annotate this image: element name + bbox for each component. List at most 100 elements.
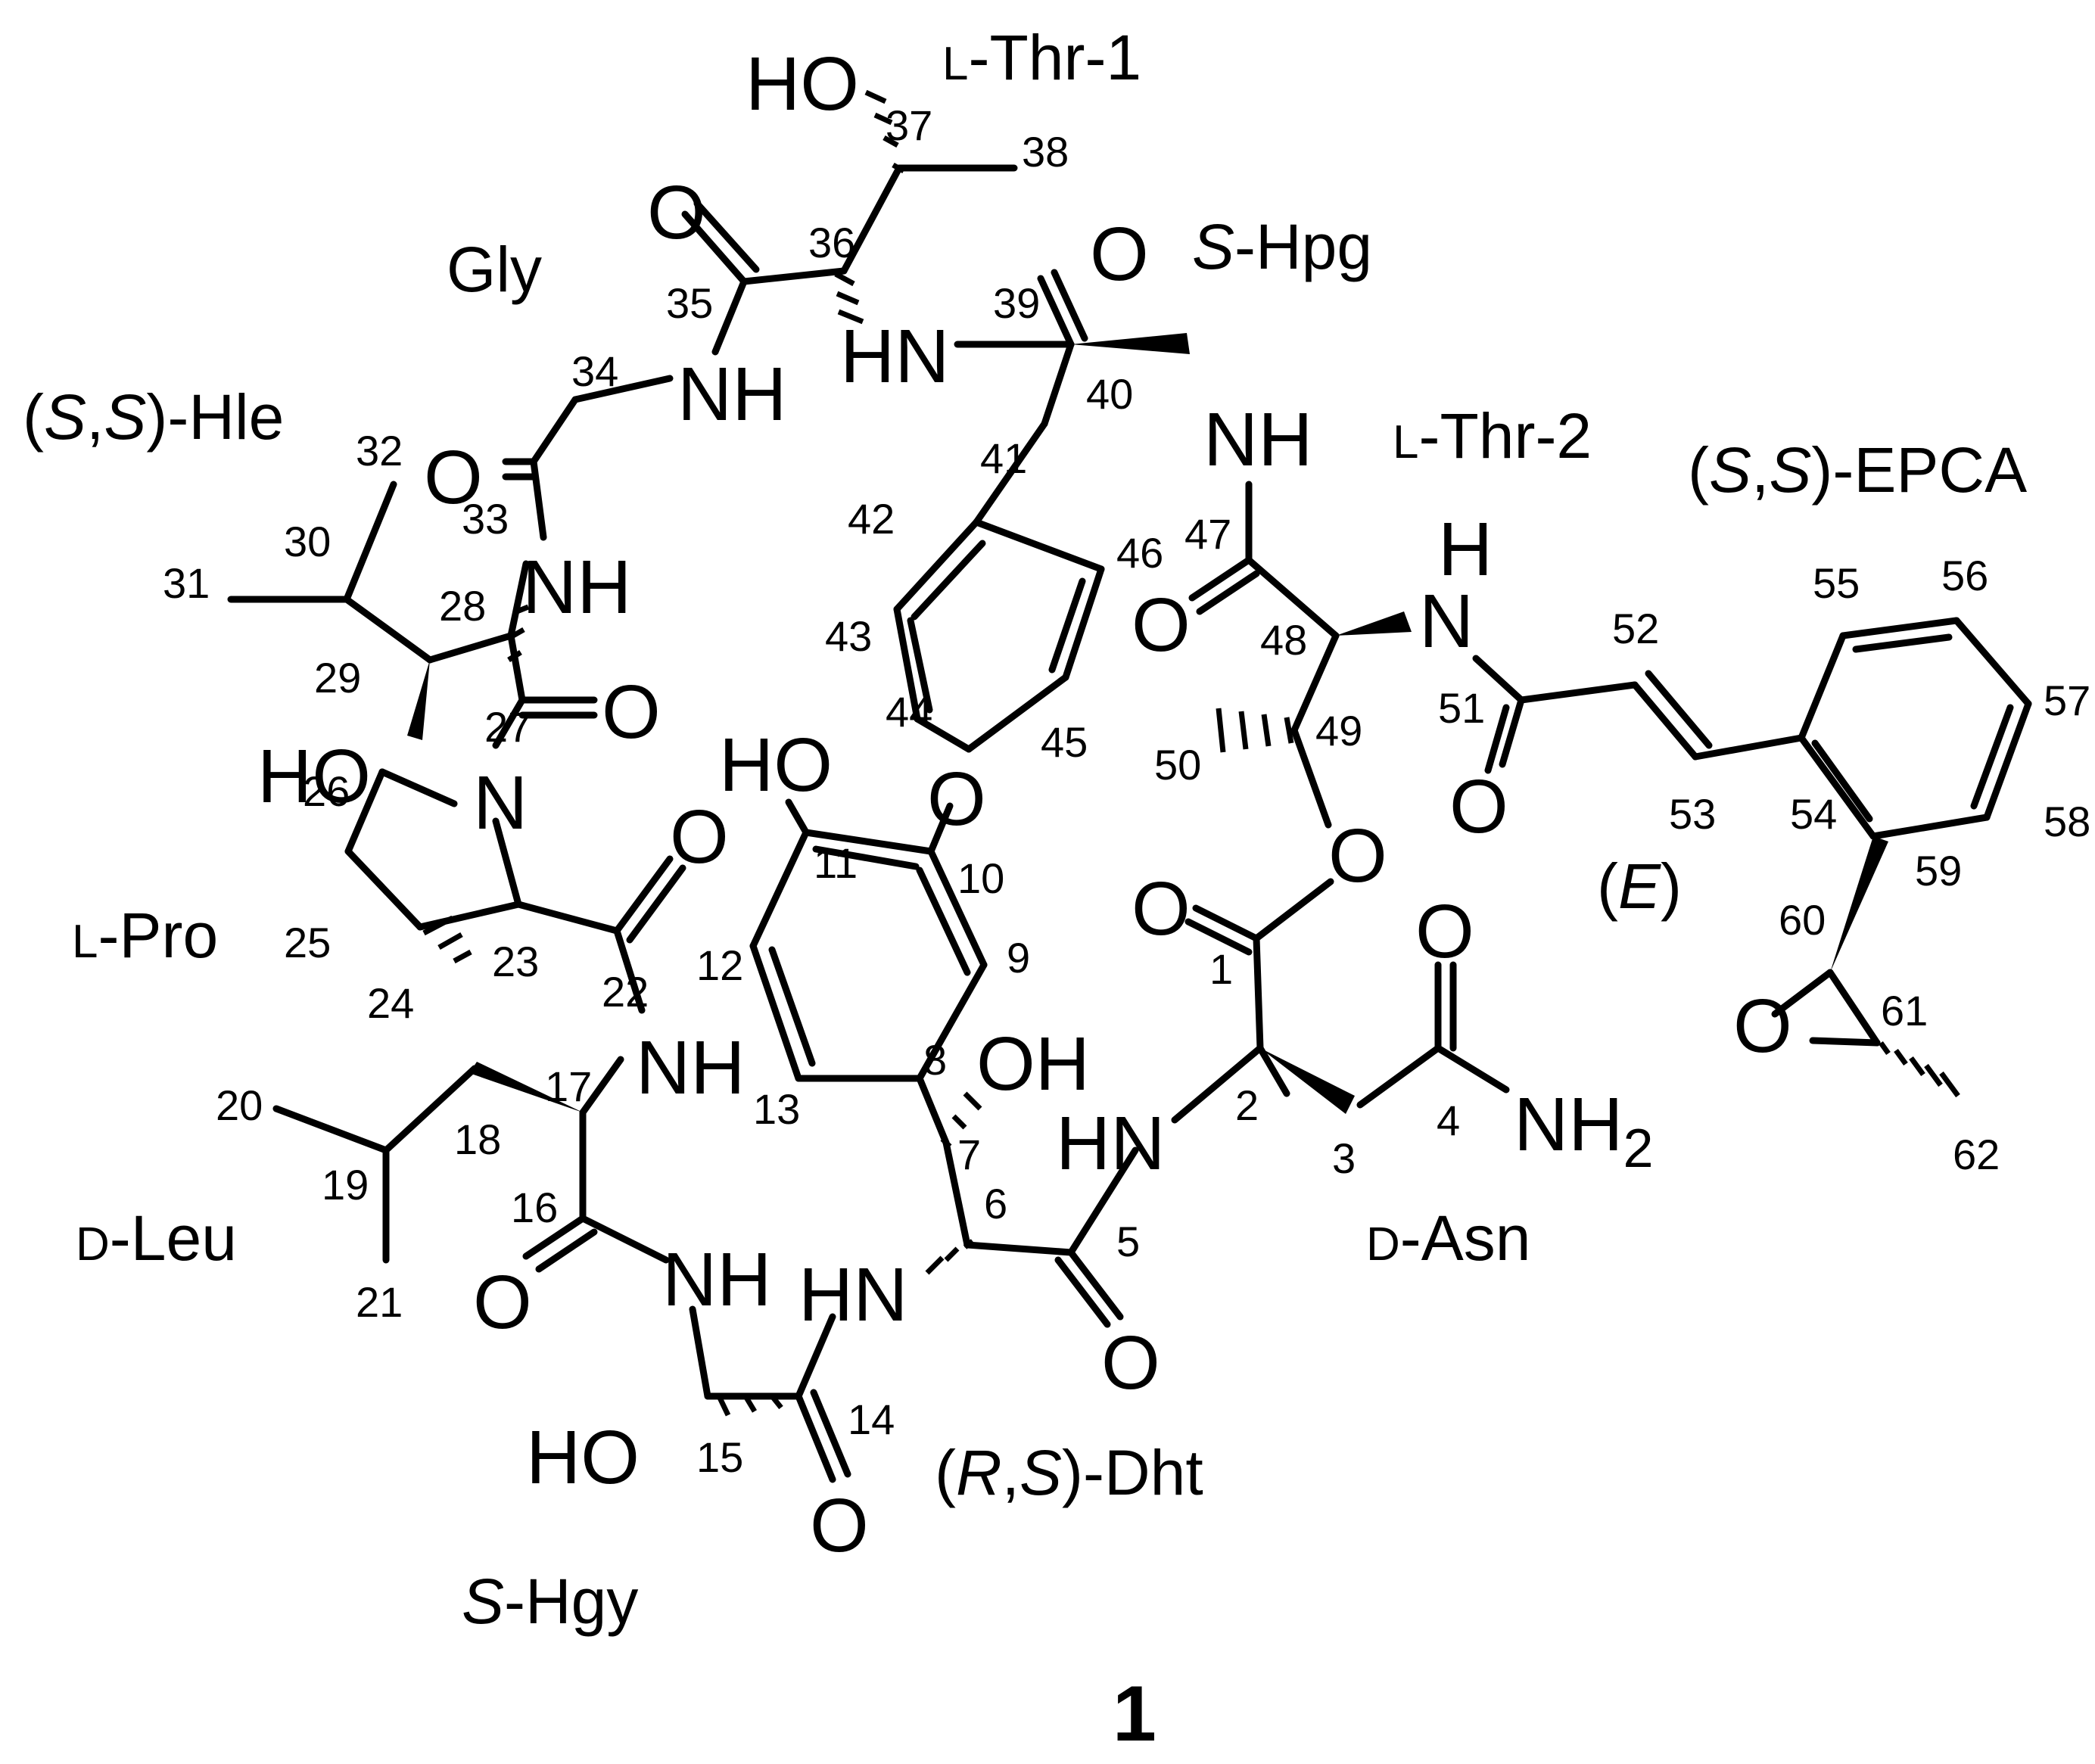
locant-3: 3	[1332, 1134, 1356, 1182]
locant-56: 56	[1941, 552, 1988, 599]
locant-38: 38	[1022, 128, 1069, 176]
residue-label-leu: D-Leu	[76, 1202, 237, 1274]
atom-nh40: NH	[1203, 397, 1312, 482]
atom-o1: O	[1132, 866, 1191, 951]
locant-11: 11	[814, 839, 858, 887]
bond-skeleton	[227, 164, 2032, 1483]
locant-34: 34	[571, 347, 618, 395]
residue-label-pro: L-Pro	[72, 900, 218, 971]
locant-13: 13	[753, 1085, 800, 1133]
atom-o5: O	[1101, 1321, 1160, 1405]
atom-o33: O	[424, 435, 483, 520]
locant-19: 19	[322, 1161, 369, 1209]
locant-40: 40	[1086, 370, 1133, 418]
locant-29: 29	[314, 654, 361, 702]
residue-label-hgy: S-Hgy	[462, 1566, 638, 1637]
locant-6: 6	[984, 1180, 1007, 1227]
locant-42: 42	[848, 495, 895, 543]
locant-54: 54	[1790, 790, 1837, 838]
locant-28: 28	[439, 582, 486, 630]
locant-44: 44	[886, 688, 932, 736]
residue-label-hle: (S,S)-Hle	[23, 381, 284, 453]
locant-25: 25	[284, 919, 331, 966]
locant-48: 48	[1260, 616, 1307, 664]
compound-label: 1	[1113, 1670, 1156, 1758]
locant-55: 55	[1813, 559, 1860, 607]
atom-o16: O	[473, 1260, 532, 1345]
atom-ho37: HO	[746, 42, 859, 126]
atom-o10: O	[927, 757, 986, 842]
locant-17: 17	[545, 1062, 592, 1110]
locant-60: 60	[1779, 896, 1826, 944]
atom-locants: 1 2 3 4 5 6 7 8 9 10 11 12 13 14 15 16 1…	[163, 101, 2090, 1481]
locant-50: 50	[1154, 741, 1201, 789]
locant-39: 39	[993, 279, 1040, 327]
atom-hn2: HN	[1056, 1101, 1165, 1186]
locant-62: 62	[1953, 1131, 2000, 1178]
atom-o47: O	[1132, 583, 1191, 667]
locant-61: 61	[1881, 987, 1928, 1034]
locant-59: 59	[1915, 847, 1962, 894]
locant-41: 41	[980, 434, 1027, 482]
locant-23: 23	[492, 938, 539, 985]
locant-47: 47	[1184, 510, 1231, 558]
locant-24: 24	[367, 979, 414, 1027]
locant-51: 51	[1438, 684, 1485, 732]
locant-27: 27	[484, 703, 531, 751]
atom-nh35: NH	[677, 352, 786, 437]
residue-label-thr2: L-Thr-2	[1393, 400, 1592, 471]
stereo-hashes	[422, 89, 1960, 1417]
locant-15: 15	[696, 1433, 743, 1481]
locant-30: 30	[284, 518, 331, 565]
locant-58: 58	[2044, 798, 2090, 845]
residue-label-hpg: S-Hpg	[1192, 211, 1372, 282]
atom-h51: H	[1438, 507, 1493, 592]
locant-57: 57	[2044, 677, 2090, 724]
atom-o49: O	[1328, 814, 1387, 898]
locant-36: 36	[808, 219, 855, 266]
atom-n51: N	[1419, 579, 1474, 664]
locant-45: 45	[1041, 718, 1088, 766]
locant-31: 31	[163, 559, 210, 607]
atom-o35: O	[647, 170, 706, 255]
locant-53: 53	[1669, 790, 1716, 838]
locant-18: 18	[454, 1115, 501, 1163]
atom-ho15: HO	[526, 1415, 640, 1500]
residue-label-thr1: L-Thr-1	[942, 22, 1141, 93]
atom-o14: O	[810, 1483, 869, 1568]
locant-46: 46	[1116, 529, 1163, 577]
locant-20: 20	[216, 1081, 263, 1129]
atom-nh16: NH	[662, 1237, 771, 1322]
residue-label-dht: (R,S)-Dht	[935, 1437, 1203, 1508]
atom-o39: O	[1090, 212, 1149, 297]
locant-49: 49	[1315, 707, 1362, 754]
locant-5: 5	[1116, 1218, 1140, 1265]
atom-nh2: NH2	[1514, 1082, 1653, 1179]
locant-26: 26	[303, 767, 350, 815]
residue-label-gly: Gly	[447, 234, 542, 305]
locant-32: 32	[356, 427, 403, 474]
locant-16: 16	[511, 1184, 558, 1231]
locant-37: 37	[886, 101, 932, 149]
locant-43: 43	[825, 612, 872, 660]
locant-2: 2	[1235, 1081, 1259, 1129]
locant-52: 52	[1612, 605, 1659, 652]
locant-8: 8	[923, 1036, 947, 1084]
atom-nh28: NH	[522, 545, 631, 630]
locant-1: 1	[1209, 945, 1233, 993]
atom-n26: N	[473, 761, 528, 845]
locant-22: 22	[602, 968, 649, 1016]
atom-o4: O	[1415, 889, 1474, 974]
atom-oh7: OH	[976, 1022, 1090, 1106]
atom-o27: O	[602, 670, 661, 754]
atom-labels: HO O O HN NH NH O NH HO O N O NH NH O HN…	[257, 42, 1792, 1568]
stereo-wedges	[407, 333, 1888, 1114]
atom-nh17: NH	[636, 1025, 745, 1110]
locant-10: 10	[957, 854, 1004, 902]
atom-hn6: HN	[798, 1252, 907, 1337]
residue-labels: L-Thr-1 S-Hpg Gly (S,S)-Hle L-Thr-2 (S,S…	[23, 22, 2027, 1637]
residue-label-epca: (S,S)-EPCA	[1688, 434, 2027, 506]
locant-21: 21	[356, 1278, 403, 1326]
